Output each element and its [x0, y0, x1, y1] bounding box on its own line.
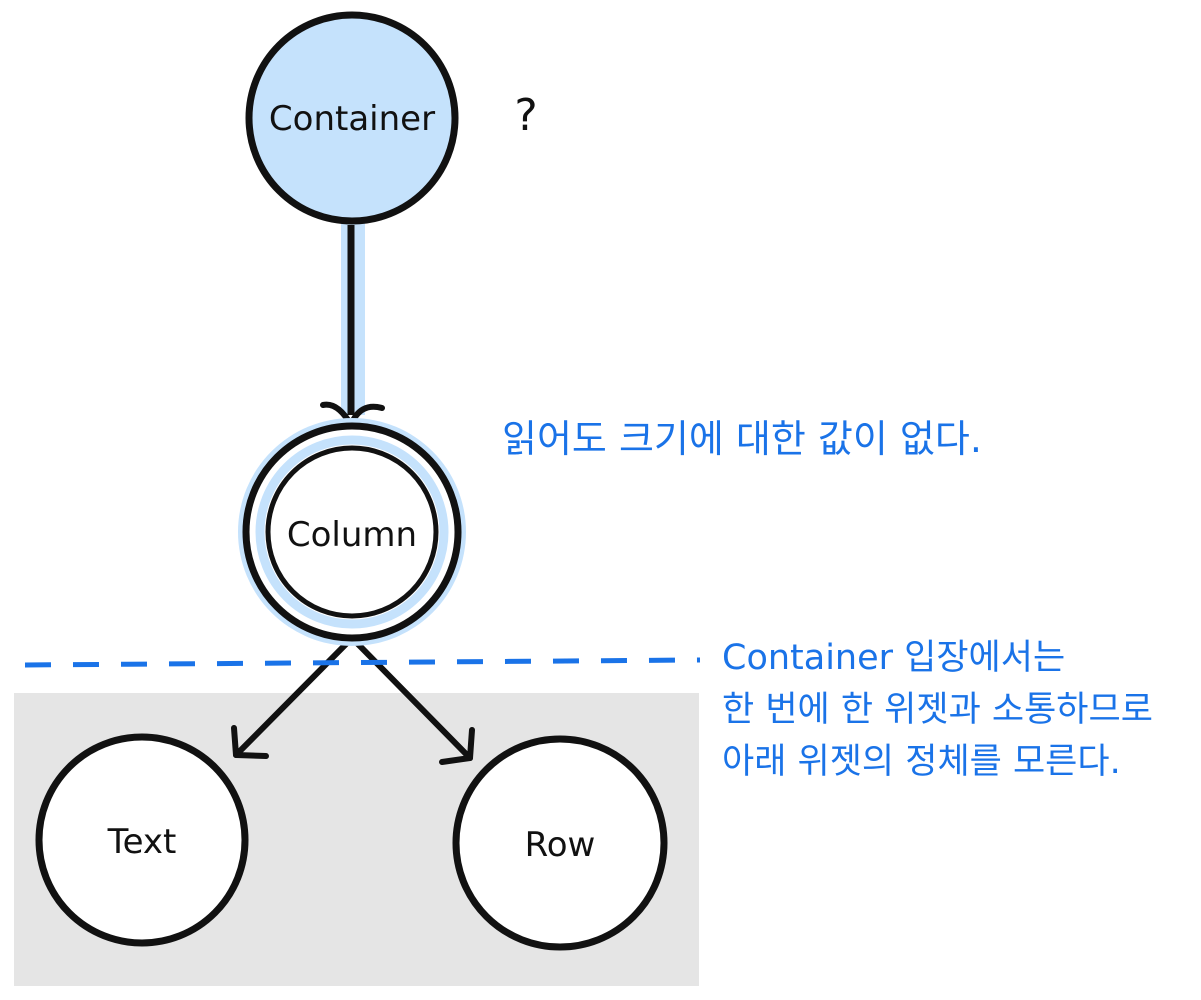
annotation-side: Container 입장에서는 한 번에 한 위젯과 소통하므로 아래 위젯의 … — [722, 632, 1153, 788]
node-text-label: Text — [107, 822, 177, 862]
node-text: Text — [35, 733, 249, 947]
node-row: Row — [452, 735, 668, 951]
node-container-label: Container — [269, 99, 435, 139]
annotation-side-line-2: 한 번에 한 위젯과 소통하므로 — [722, 690, 1153, 730]
edge-column-row — [349, 635, 473, 761]
annotation-top: 읽어도 크기에 대한 값이 없다. — [502, 417, 982, 461]
annotation-side-line-3: 아래 위젯의 정체를 모른다. — [722, 742, 1121, 782]
question-mark: ? — [514, 90, 537, 141]
node-container: Container — [245, 11, 459, 225]
boundary-dashed-line — [24, 657, 701, 668]
node-row-label: Row — [525, 825, 596, 865]
node-column-label: Column — [287, 515, 417, 555]
edge-column-text — [233, 635, 355, 758]
arrowhead-text — [231, 725, 269, 759]
node-column: Column — [238, 418, 466, 646]
arrowhead-row — [439, 727, 475, 765]
annotation-side-line-1: Container 입장에서는 — [722, 638, 1066, 678]
